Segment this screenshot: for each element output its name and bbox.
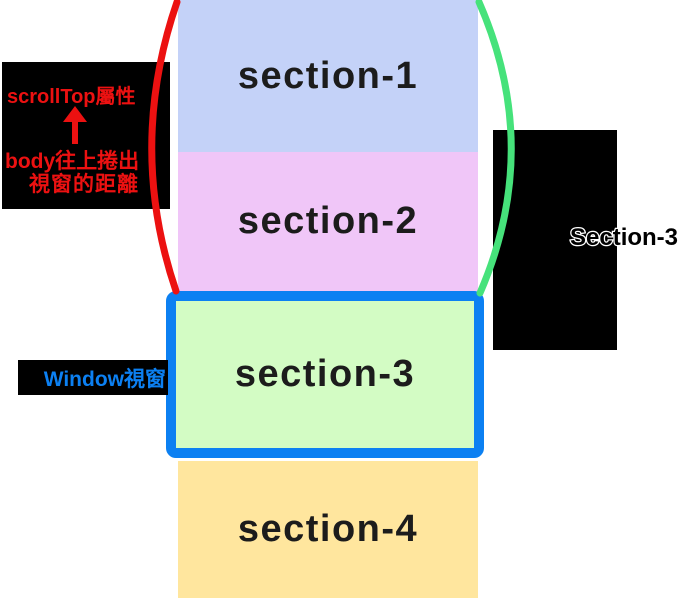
up-arrow-icon [63, 106, 87, 144]
section-1-block: section-1 [178, 0, 478, 152]
scrolltop-annotation-box: scrollTop屬性 body往上捲出 視窗的距離 [2, 62, 170, 209]
window-label-box: Window視窗 [18, 360, 168, 395]
section-4-block: section-4 [178, 461, 478, 598]
window-viewport-frame: section-3 [166, 291, 484, 458]
section-2-label: section-2 [237, 200, 419, 242]
scrolltop-description-line1: body往上捲出 [5, 150, 140, 173]
section-3-label: section-3 [234, 353, 416, 395]
scrolltop-property-label: scrollTop屬性 [7, 86, 136, 108]
scrolltop-description-line2: 視窗的距離 [29, 173, 139, 196]
section-2-block: section-2 [178, 152, 478, 291]
section-1-label: section-1 [237, 54, 419, 97]
right-annotation-label: Section-3 [569, 223, 680, 253]
section-4-label: section-4 [237, 508, 419, 550]
window-label: Window視窗 [43, 367, 166, 391]
